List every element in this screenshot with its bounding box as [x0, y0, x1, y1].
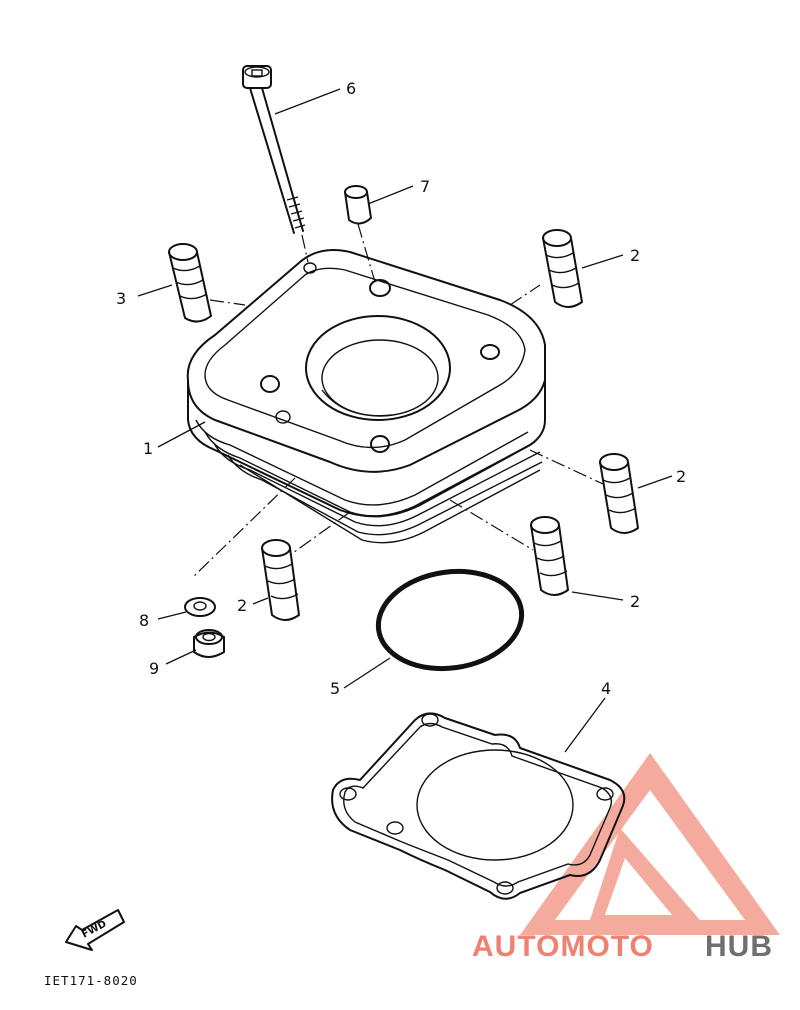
- callout-7: 7: [420, 177, 430, 196]
- o-ring: [375, 568, 525, 672]
- stud-2-upper-right: [542, 229, 583, 308]
- washer: [184, 597, 216, 617]
- stud-2-lower-left: [261, 539, 300, 621]
- callout-9: 9: [149, 659, 159, 678]
- watermark-logo: [520, 753, 780, 935]
- callout-4: 4: [601, 679, 611, 698]
- callout-6: 6: [346, 79, 356, 98]
- cylinder-bolt: [242, 65, 306, 234]
- leader-lines: [137, 88, 673, 753]
- callout-3: 3: [116, 289, 126, 308]
- stud-2-right: [599, 453, 639, 534]
- nut: [193, 629, 225, 658]
- dowel-pin: [344, 185, 372, 225]
- callout-labels: 6 7 3 2 1 2 2 2 8 9 5 4: [116, 79, 686, 698]
- callout-5: 5: [330, 679, 340, 698]
- fwd-arrow-icon: FWD: [65, 909, 125, 951]
- callout-2-right: 2: [676, 467, 686, 486]
- fwd-label: FWD: [80, 919, 108, 941]
- callout-2-lower-left: 2: [237, 596, 247, 615]
- assembly-centerlines: [191, 223, 604, 579]
- callout-8: 8: [139, 611, 149, 630]
- cylinder-body: [186, 249, 546, 544]
- watermark-text-primary: AUTOMOTO: [472, 930, 654, 963]
- watermark-text-secondary: HUB: [705, 930, 773, 963]
- base-gasket: [331, 712, 626, 900]
- document-code: IET171-8020: [44, 973, 138, 988]
- callout-1: 1: [143, 439, 153, 458]
- stud-3: [168, 243, 212, 323]
- callout-2-lower-right: 2: [630, 592, 640, 611]
- stud-2-lower-right: [530, 516, 569, 596]
- callout-2-upper-right: 2: [630, 246, 640, 265]
